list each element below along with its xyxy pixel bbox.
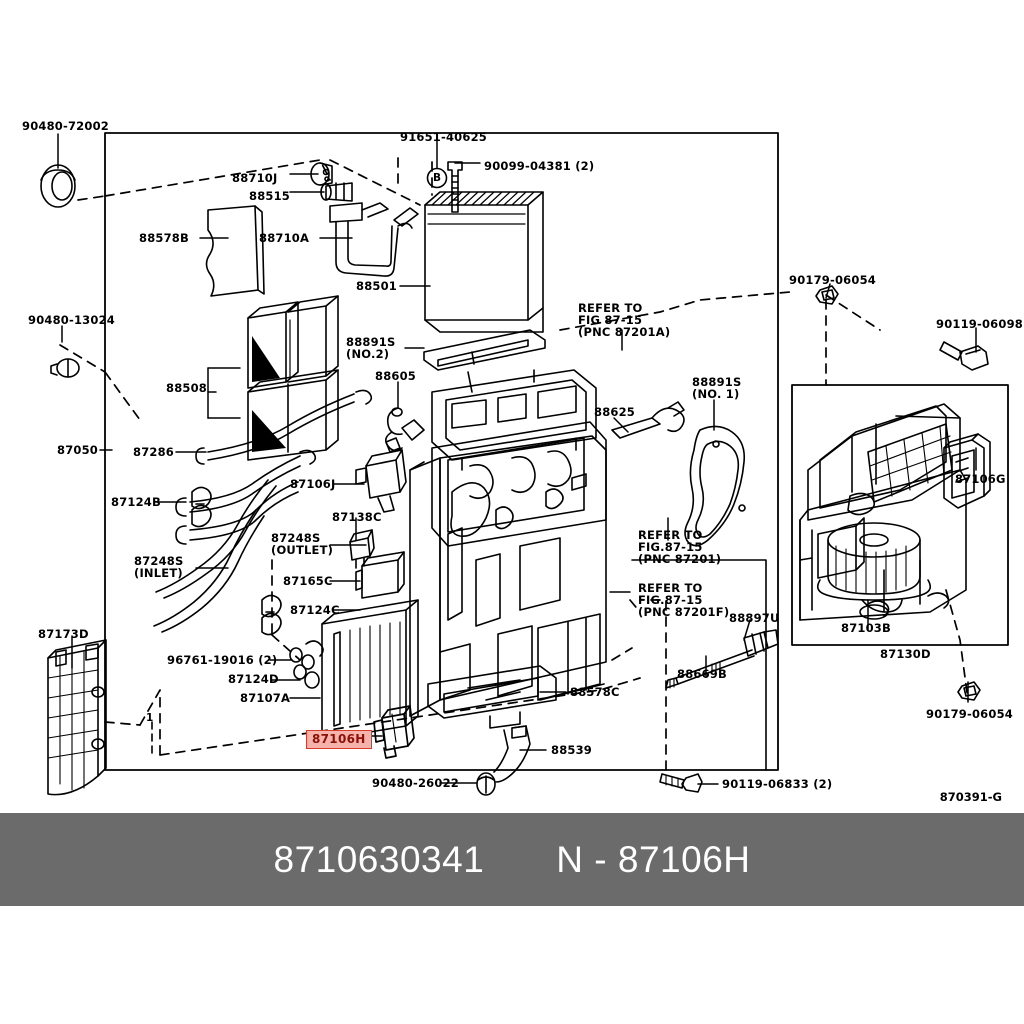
part-number-label: 87248S (INLET) — [134, 554, 184, 580]
part-filter-88578B — [205, 205, 265, 297]
part-clip-88625 — [611, 401, 685, 439]
part-number-label: 90099-04381 (2) — [484, 159, 595, 173]
part-resistor-87165C — [355, 551, 405, 599]
part-number-label: 88501 — [356, 279, 398, 293]
part-grommet-90480-72002 — [40, 164, 76, 208]
part-number-label: 87124B — [111, 495, 161, 509]
part-seal-88891S-no2 — [423, 329, 546, 371]
part-number-label: 87106G — [955, 472, 1006, 486]
part-pipes-87248S — [153, 389, 373, 633]
bottom-blank-area — [0, 906, 1024, 1024]
part-nut-90179-06054-top — [815, 285, 839, 305]
caption-bar: 8710630341 N - 87106H — [0, 813, 1024, 906]
part-number-label: 90119-06833 (2) — [722, 777, 833, 791]
part-heater-core-87107A — [321, 599, 419, 741]
part-number-label: REFER TO FIG.87-15 (PNC 87201) — [638, 528, 722, 566]
part-number-label: 88515 — [249, 189, 291, 203]
part-blower-case-87130D — [799, 403, 967, 621]
part-valve-88515 — [320, 182, 353, 202]
part-number-label: 90480-13024 — [28, 313, 115, 327]
part-number-label: 87138C — [332, 510, 382, 524]
part-number-label: 88539 — [551, 743, 593, 757]
part-servo-87106J — [355, 449, 407, 513]
part-grille-87173D — [47, 639, 107, 796]
part-grommet-90480-13024 — [50, 358, 80, 378]
blower-subframe-outline — [791, 384, 1009, 646]
part-number-label: 88891S (NO. 1) — [692, 375, 742, 401]
part-clamp-87124B — [191, 486, 212, 528]
part-number-label: 87124C — [290, 603, 340, 617]
part-number-label: 88891S (NO.2) — [346, 335, 396, 361]
part-case-87050 — [409, 369, 607, 717]
part-number-label: 96761-19016 (2) — [167, 653, 278, 667]
part-number-label: 91651-40625 — [400, 130, 487, 144]
part-number-label: 88508 — [166, 381, 208, 395]
part-bolt-90099-04381 — [447, 161, 463, 213]
part-number-label: 90480-26022 — [372, 776, 459, 790]
part-hose-88539 — [493, 725, 531, 783]
part-evaporator-88501 — [424, 191, 544, 333]
part-gasket-88891S-no1 — [684, 425, 746, 547]
part-number-label: 87050 — [57, 443, 99, 457]
part-clamp-87124C — [261, 594, 282, 636]
part-filter-88508 — [247, 295, 339, 461]
part-nut-90179-06054-bottom — [957, 681, 981, 701]
part-number-label: 90480-72002 — [22, 119, 109, 133]
part-number-label: 88710J — [232, 171, 278, 185]
part-screw-90119-06098 — [939, 341, 989, 371]
part-number-label: 87103B — [841, 621, 891, 635]
part-sensor-87138C — [349, 529, 375, 569]
part-number-label: REFER TO FIG.87-15 (PNC 87201F) — [638, 581, 730, 619]
part-servo-87106H — [373, 705, 415, 759]
part-number-label: 90119-06098 — [936, 317, 1023, 331]
part-number-label: 90179-06054 — [789, 273, 876, 287]
marker-b-letter: B — [433, 172, 442, 184]
rear-duct-subframe-outline — [631, 559, 767, 771]
part-number-label: 88578C — [570, 685, 620, 699]
marker-1-letter: 1 — [146, 712, 154, 724]
part-tray-88578C — [427, 665, 557, 729]
part-bolt-90119-06833 — [659, 773, 703, 793]
part-orings-96761-19016 — [289, 640, 324, 689]
caption-reference: N - 87106H — [556, 838, 751, 880]
part-blower-motor-87103B — [816, 522, 932, 620]
assembly-dashed-lines — [59, 157, 969, 771]
selected-part-label[interactable]: 87106H — [306, 730, 372, 749]
marker-b-circle — [426, 167, 448, 189]
part-number-label: 88578B — [139, 231, 189, 245]
caption-part-number: 8710630341 — [273, 838, 485, 880]
part-hose-88710A — [329, 202, 419, 277]
part-number-label: 87173D — [38, 627, 89, 641]
diagram-artwork — [40, 132, 1009, 796]
parts-diagram: 90480-72002 88710J 88515 91651-40625 90099-0… — [22, 119, 1023, 804]
part-blower-resistor-87106G — [943, 433, 991, 509]
part-grommet-90480-26022 — [476, 772, 496, 796]
part-number-label: REFER TO FIG 87-15 (PNC 87201A) — [578, 301, 671, 339]
part-number-label: 88897U — [729, 611, 780, 625]
part-number-label: 87106J — [290, 477, 336, 491]
part-number-label: 90179-06054 — [926, 707, 1013, 721]
part-number-label: 88605 — [375, 369, 417, 383]
part-sensor-88605 — [384, 407, 425, 453]
part-number-label: 87130D — [880, 647, 931, 661]
part-number-label: 87107A — [240, 691, 291, 705]
part-number-label: 88625 — [594, 405, 636, 419]
figure-code: 870391-G — [939, 790, 1002, 804]
main-frame-outline — [104, 132, 779, 771]
part-rod-88669B — [665, 629, 779, 689]
part-number-label: 87248S (OUTLET) — [271, 531, 334, 557]
part-number-label: 88710A — [259, 231, 310, 245]
part-number-label: 87286 — [133, 445, 175, 459]
part-number-label: 88669B — [677, 667, 727, 681]
part-number-label: 87124D — [228, 672, 279, 686]
part-number-label: 87165C — [283, 574, 333, 588]
